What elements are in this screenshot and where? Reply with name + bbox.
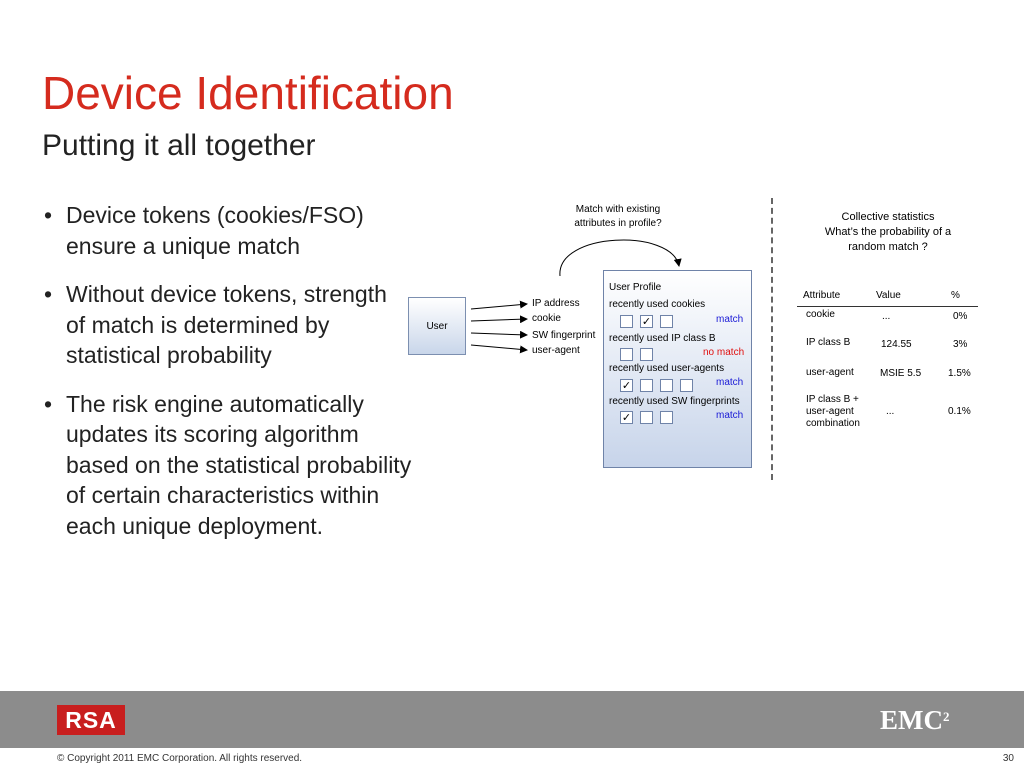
profile-checkbox [660,379,673,392]
emc-logo-sup: 2 [943,709,950,724]
stats-cell-value: MSIE 5.5 [880,368,922,379]
stats-header-value: Value [876,290,901,301]
stats-cell-attribute: cookie [806,309,835,320]
page-number: 30 [1002,753,1014,764]
profile-checkbox-checked: ✓ [620,411,633,424]
result-match-user-agents: match [716,377,744,388]
slide-subtitle: Putting it all together [42,129,316,162]
stats-cell-attribute-line2: user-agent [806,406,854,417]
stats-cell-percent: 0.1% [948,406,971,417]
user-box: User [408,297,466,355]
arrow-user-agent [470,344,528,354]
input-label-user-agent: user-agent [532,345,580,356]
input-label-cookie: cookie [532,313,561,324]
input-label-ip-address: IP address [532,298,580,309]
profile-section-ip-class-b: recently used IP class B [609,333,716,344]
profile-section-user-agents: recently used user-agents [609,363,725,374]
stats-cell-attribute-line1: IP class B + [806,394,859,405]
emc-logo: EMC2 [880,705,950,735]
result-no-match-ip-class-b: no match [703,347,745,358]
result-match-cookies: match [716,314,744,325]
profile-checkbox-checked: ✓ [620,379,633,392]
profile-checkbox [640,379,653,392]
profile-checkbox [620,348,633,361]
stats-cell-value: ... [882,311,891,322]
footer-bar [0,691,1024,748]
match-question-line1: Match with existing [575,204,661,215]
stats-heading-line3: random match ? [848,241,928,253]
match-question-line2: attributes in profile? [574,218,662,229]
profile-checkbox [680,379,693,392]
stats-header-rule [797,306,978,307]
arrow-sw-fingerprint [470,330,528,339]
profile-section-cookies: recently used cookies [609,299,706,310]
arrow-match-curve [559,239,682,277]
stats-header-attribute: Attribute [803,290,841,301]
bullet-item: Device tokens (cookies/FSO) ensure a uni… [42,200,412,261]
rsa-logo: RSA [57,705,125,735]
profile-section-sw-fingerprints: recently used SW fingerprints [609,396,740,407]
arrow-cookie [470,315,528,324]
slide-title: Device Identification [42,67,454,119]
user-profile-title: User Profile [609,282,662,293]
stats-cell-attribute: user-agent [806,367,854,378]
result-match-sw-fingerprints: match [716,410,744,421]
stats-cell-value: 124.55 [881,339,912,350]
stats-cell-attribute-line3: combination [806,418,860,429]
stats-heading-line2: What’s the probability of a [824,226,952,238]
emc-logo-text: EMC [880,705,943,735]
profile-checkbox [660,411,673,424]
profile-checkbox [640,348,653,361]
profile-checkbox [640,411,653,424]
input-label-sw-fingerprint: SW fingerprint [532,330,596,341]
bullet-item: Without device tokens, strength of match… [42,279,412,371]
user-profile-box [603,270,752,468]
bullet-list: Device tokens (cookies/FSO) ensure a uni… [42,200,412,559]
stats-heading-line1: Collective statistics [841,211,935,223]
copyright-text: © Copyright 2011 EMC Corporation. All ri… [57,753,303,764]
profile-checkbox [620,315,633,328]
bullet-item: The risk engine automatically updates it… [42,389,412,542]
profile-checkbox-checked: ✓ [640,315,653,328]
stats-cell-percent: 3% [953,339,968,350]
profile-checkbox [660,315,673,328]
divider-dashed-line [771,198,773,480]
stats-header-percent: % [951,290,960,301]
stats-cell-value: ... [886,406,895,417]
stats-cell-attribute: IP class B [806,337,851,348]
stats-cell-percent: 0% [953,311,968,322]
arrow-ip-address [470,300,528,310]
stats-cell-percent: 1.5% [948,368,971,379]
